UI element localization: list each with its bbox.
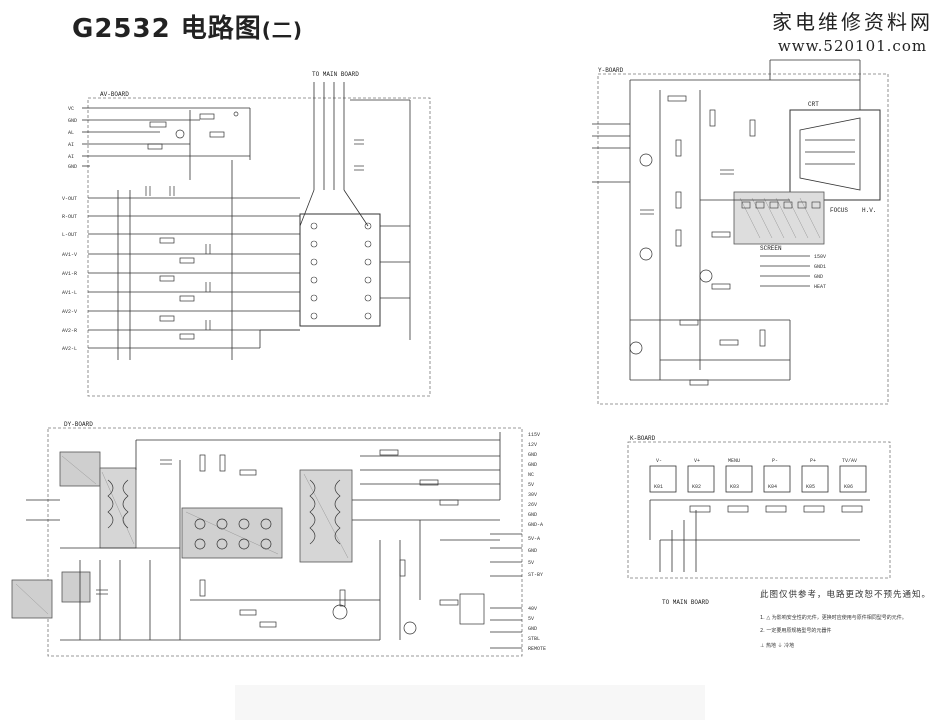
dy-pin-label-b: 5V (528, 560, 534, 566)
brand-url: www.520101.com (777, 37, 928, 55)
av-top-pin: AI (68, 142, 74, 148)
av-pin-label: AV2-R (62, 328, 77, 334)
av-top-pin: GND (68, 118, 77, 124)
footer-blank (235, 685, 705, 720)
key-top-label: TV/AV (842, 458, 857, 464)
av-top-pin: VC (68, 106, 74, 112)
y-board-label: Y-BOARD (598, 67, 624, 74)
av-to-main-label: TO MAIN BOARD (312, 71, 359, 78)
key-switch: MENU K03 (725, 458, 753, 493)
key-ref: K05 (806, 484, 815, 490)
av-top-pin: AL (68, 130, 74, 136)
title-main: G2532 电路图 (72, 14, 262, 44)
key-switch: V- K01 (649, 458, 677, 493)
av-pin-label: AV2-L (62, 346, 77, 352)
dy-board-label: DY-BOARD (64, 421, 93, 428)
key-top-label: P+ (810, 458, 816, 464)
note-ground: ⊥ 热地 ⏚ 冷地 (760, 643, 795, 649)
dy-pin-label-c: 5V (528, 616, 534, 622)
y-pin-label: HEAT (814, 284, 826, 290)
note-safety: 1. △ 为影响安全性的元件，更换时应使用与原件相同型号的元件。 (760, 615, 907, 621)
av-pin-label: AV1-L (62, 290, 77, 296)
dy-pin-label-b: 5V-A (528, 536, 540, 542)
k-to-main-label: TO MAIN BOARD (662, 599, 709, 606)
dy-pin-label: 30V (528, 492, 537, 498)
key-switch: P+ K05 (801, 458, 829, 493)
key-ref: K01 (654, 484, 663, 490)
dy-board: DY-BOARD (11, 421, 546, 657)
dy-pin-label: GND-A (528, 522, 543, 528)
av-pin-label: AV1-R (62, 271, 77, 277)
hv-label: H.V. (862, 207, 876, 214)
brand-name: 家电维修资料网 (772, 10, 933, 34)
title-paren: (二) (261, 18, 304, 42)
av-top-pin: GND (68, 164, 77, 170)
av-pin-label: R-OUT (62, 214, 77, 220)
y-board: Y-BOARD CRT SCREEN FOCUS H.V. 150V GND1 (592, 59, 889, 405)
key-ref: K06 (844, 484, 853, 490)
dy-pin-label-c: REMOTE (528, 646, 546, 652)
k-board-label: K-BOARD (630, 435, 656, 442)
note-spec: 2. 一定要用原规格型号的元器件 (760, 628, 832, 634)
dy-pin-label-c: 40V (528, 606, 537, 612)
dy-pin-label-b: ST-BY (528, 572, 543, 578)
key-top-label: P- (772, 458, 778, 464)
key-switch: P- K04 (763, 458, 791, 493)
dy-pin-label: 12V (528, 442, 537, 448)
dy-pin-label: 26V (528, 502, 537, 508)
av-board-label: AV-BOARD (100, 91, 129, 98)
crt-label: CRT (808, 101, 819, 108)
k-board: K-BOARD V- K01 V+ K02 MENU K0 (627, 435, 891, 606)
key-ref: K03 (730, 484, 739, 490)
av-board: AV-BOARD TO MAIN BOARD VC GND AL AI AI G… (62, 71, 431, 397)
screen-label: SCREEN (760, 245, 782, 252)
dy-pin-label-c: STBL (528, 636, 540, 642)
av-pin-label: V-OUT (62, 196, 77, 202)
key-ref: K04 (768, 484, 777, 490)
dy-pin-label-c: GND (528, 626, 537, 632)
page-title: G2532 电路图(二) (72, 8, 303, 45)
y-pin-label: GND1 (814, 264, 826, 270)
dy-pin-label: 5V (528, 482, 534, 488)
dy-pin-label: GND (528, 452, 537, 458)
key-switch: V+ K02 (687, 458, 715, 493)
dy-pin-label: GND (528, 462, 537, 468)
y-pin-label: GND (814, 274, 823, 280)
dy-pin-label: 115V (528, 432, 540, 438)
focus-label: FOCUS (830, 207, 848, 214)
dy-pin-label: NC (528, 472, 534, 478)
av-pin-label: AV2-V (62, 309, 77, 315)
key-top-label: V+ (694, 458, 700, 464)
key-top-label: V- (656, 458, 662, 464)
y-pin-label: 150V (814, 254, 826, 260)
dy-pin-label-b: GND (528, 548, 537, 554)
av-pin-label: L-OUT (62, 232, 77, 238)
key-top-label: MENU (728, 458, 740, 464)
site-watermark: 家电维修资料网 www.520101.com (760, 6, 945, 55)
dy-pin-label: GND (528, 512, 537, 518)
note-disclaimer: 此图仅供参考，电路更改恕不预先通知。 (760, 590, 932, 600)
key-ref: K02 (692, 484, 701, 490)
key-switch: TV/AV K06 (839, 458, 867, 493)
av-pin-label: AV1-V (62, 252, 77, 258)
av-top-pin: AI (68, 154, 74, 160)
notes-block: 此图仅供参考，电路更改恕不预先通知。 1. △ 为影响安全性的元件，更换时应使用… (760, 588, 940, 649)
